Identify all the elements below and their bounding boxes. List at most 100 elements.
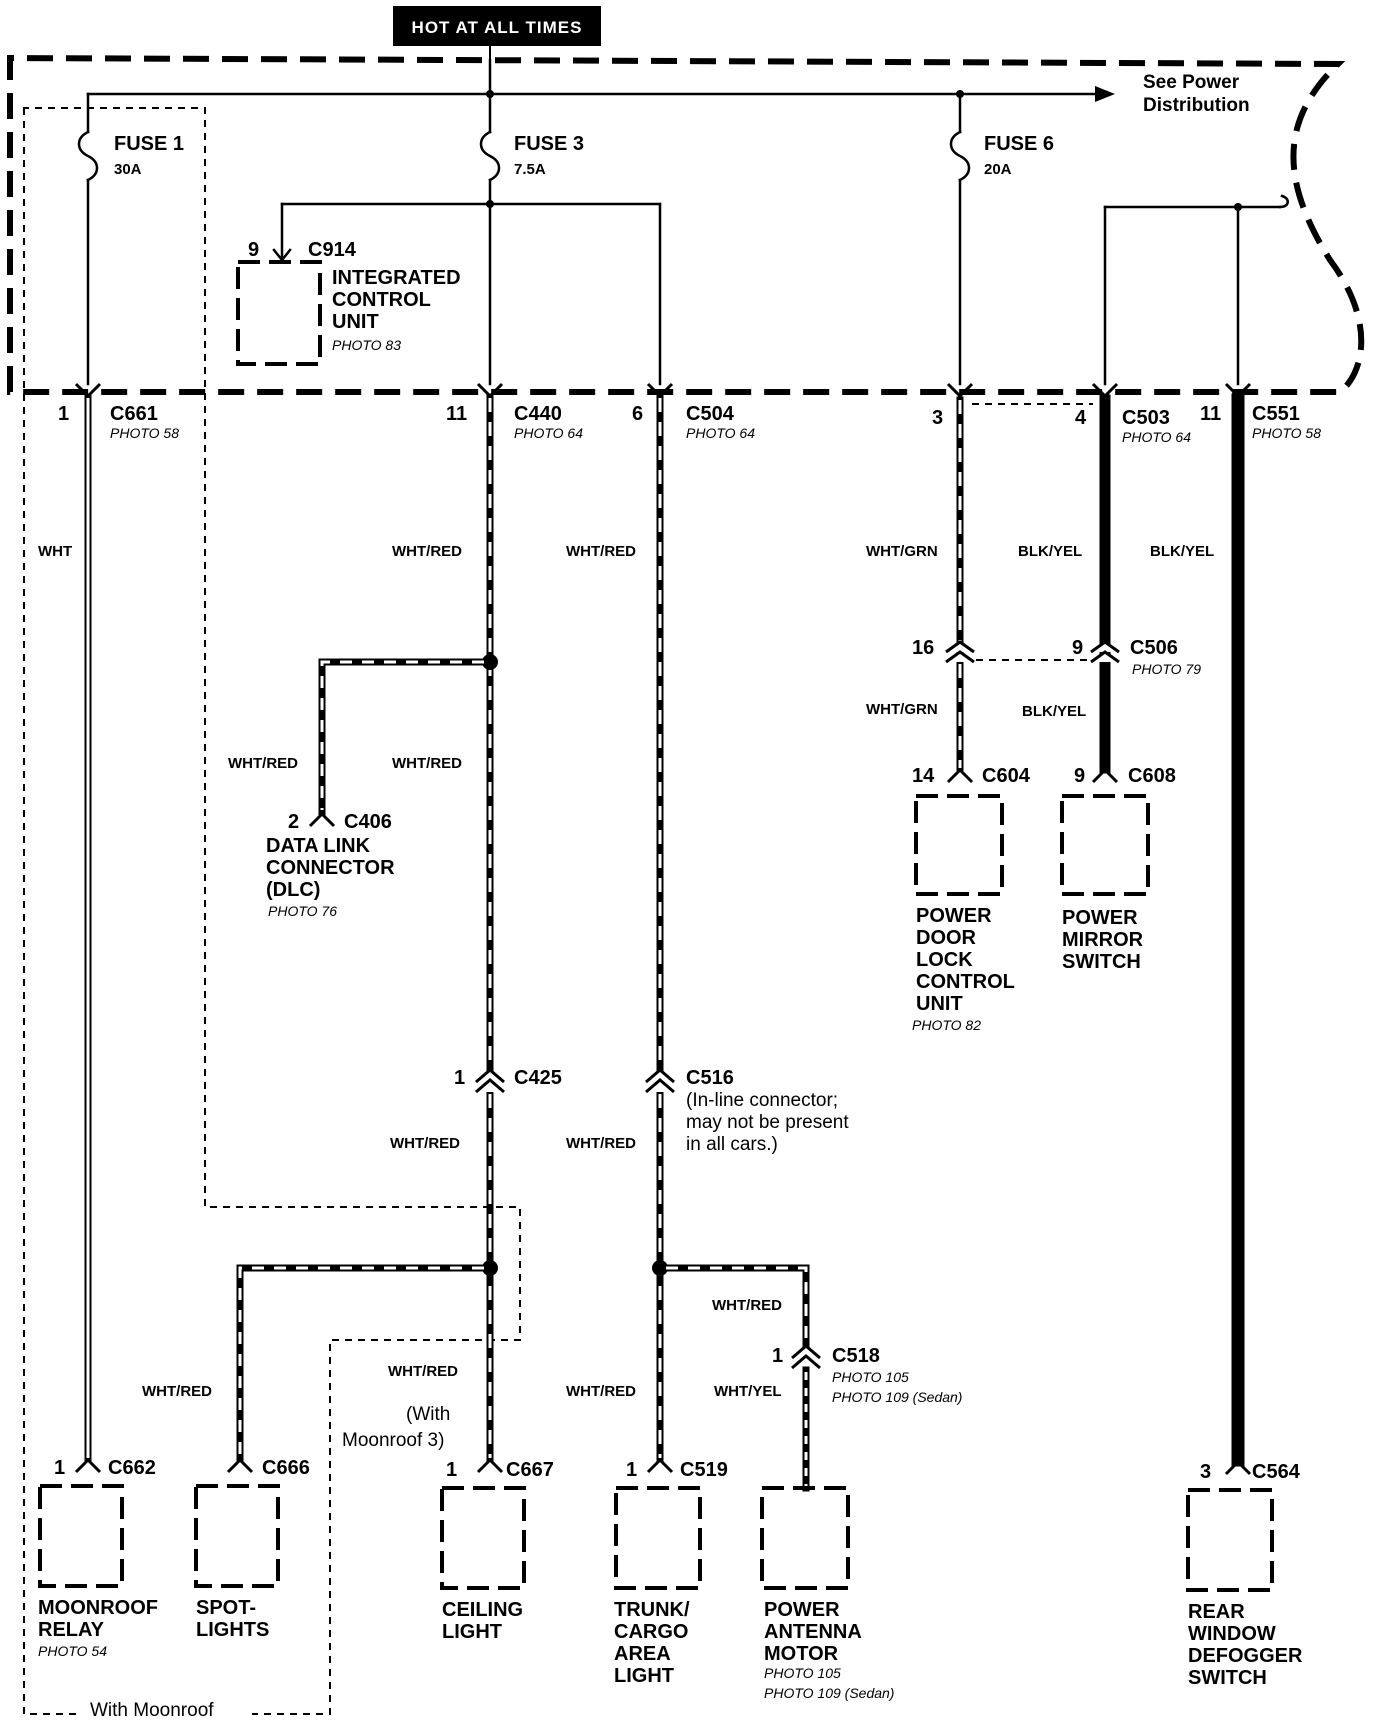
fuse6-name: FUSE 6 — [984, 133, 1054, 155]
header-title: HOT AT ALL TIMES — [412, 18, 583, 37]
c506-name: C506 — [1130, 637, 1178, 659]
c667-pin: 1 — [446, 1459, 457, 1481]
with-moonroof3-note-2: Moonroof 3) — [342, 1430, 444, 1451]
rear-defogger-box — [1186, 1488, 1274, 1592]
wire-label-c516: WHT/RED — [566, 1135, 636, 1152]
rear-defogger-name-3: DEFOGGER — [1188, 1645, 1303, 1667]
connector-3-pin: 3 — [932, 407, 943, 429]
ceiling-light-box — [440, 1486, 526, 1590]
c551-name: C551 — [1252, 403, 1300, 425]
power-mirror-name-2: MIRROR — [1062, 929, 1144, 951]
c516-note-2: may not be present — [686, 1112, 849, 1133]
c661-pin: 1 — [58, 403, 69, 425]
wire-label-dlc: WHT/RED — [228, 755, 298, 772]
rear-defogger-name-2: WINDOW — [1188, 1623, 1276, 1645]
fuse3-name: FUSE 3 — [514, 133, 584, 155]
c516-note-1: (In-line connector; — [686, 1090, 838, 1111]
c518-photo2: PHOTO 109 (Sedan) — [832, 1389, 962, 1405]
power-door-lock-box — [914, 794, 1004, 896]
wire-label-wht-grn-bottom: WHT/GRN — [866, 701, 938, 718]
dlc-name-3: (DLC) — [266, 879, 320, 901]
power-door-lock-name-2: DOOR — [916, 927, 977, 949]
fuse6-rating: 20A — [984, 161, 1012, 178]
wire-label-c440-top: WHT/RED — [392, 543, 462, 560]
moonroof-relay-box — [38, 1484, 124, 1588]
c662-pin: 1 — [54, 1457, 65, 1479]
c661-photo: PHOTO 58 — [110, 425, 179, 441]
c608-pin: 9 — [1074, 765, 1085, 787]
c506-pin-left: 16 — [912, 637, 934, 659]
wire-label-antenna-top: WHT/RED — [712, 1297, 782, 1314]
fuse1-name: FUSE 1 — [114, 133, 184, 155]
wire-label-trunk: WHT/RED — [566, 1383, 636, 1400]
c604-pin: 14 — [912, 765, 935, 787]
c518-photo1: PHOTO 105 — [832, 1369, 909, 1385]
c604-name: C604 — [982, 765, 1031, 787]
power-antenna-name-3: MOTOR — [764, 1643, 839, 1665]
power-door-lock-name-1: POWER — [916, 905, 992, 927]
fuse6-symbol — [949, 130, 971, 182]
c503-pin: 4 — [1075, 407, 1087, 429]
power-door-lock-photo: PHOTO 82 — [912, 1017, 981, 1033]
power-bus-arrow — [1095, 86, 1115, 102]
trunk-light-name-1: TRUNK/ — [614, 1599, 690, 1621]
c666-name: C666 — [262, 1457, 310, 1479]
power-mirror-name-3: SWITCH — [1062, 951, 1141, 973]
wire-label-c440-mid: WHT/RED — [392, 755, 462, 772]
dlc-pin: 2 — [288, 811, 299, 833]
icu-name-1: INTEGRATED — [332, 267, 461, 289]
wire-label-c425: WHT/RED — [390, 1135, 460, 1152]
power-door-lock-name-4: CONTROL — [916, 971, 1015, 993]
power-door-lock-name-5: UNIT — [916, 993, 963, 1015]
c564-pin: 3 — [1200, 1461, 1211, 1483]
spotlights-name-1: SPOT- — [196, 1597, 256, 1619]
fuse-box-outline — [7, 54, 1365, 395]
power-mirror-box — [1060, 794, 1150, 896]
dlc-connector: C406 — [344, 811, 392, 833]
c662-name: C662 — [108, 1457, 156, 1479]
wire-label-blk-yel-mirror-top: BLK/YEL — [1018, 543, 1082, 560]
c425-name: C425 — [514, 1067, 562, 1089]
c518-name: C518 — [832, 1345, 880, 1367]
spotlights-box — [194, 1484, 280, 1588]
fuse1-symbol — [77, 130, 99, 182]
power-antenna-photo1: PHOTO 105 — [764, 1665, 841, 1681]
trunk-light-name-3: AREA — [614, 1643, 671, 1665]
ceiling-light-name-2: LIGHT — [442, 1621, 502, 1643]
icu-photo: PHOTO 83 — [332, 337, 401, 353]
icu-box — [236, 260, 322, 366]
c564-name: C564 — [1252, 1461, 1301, 1483]
c506-photo: PHOTO 79 — [1132, 661, 1201, 677]
hot-at-all-times-badge: HOT AT ALL TIMES — [393, 6, 601, 46]
c504-photo: PHOTO 64 — [686, 425, 755, 441]
trunk-light-name-4: LIGHT — [614, 1665, 674, 1687]
wire-label-wht-grn-top: WHT/GRN — [866, 543, 938, 560]
fuse3-rating: 7.5A — [514, 161, 546, 178]
c667-name: C667 — [506, 1459, 554, 1481]
icu-name-3: UNIT — [332, 311, 379, 333]
with-moonroof-footer: With Moonroof — [90, 1700, 214, 1720]
trunk-light-box — [614, 1486, 702, 1590]
dlc-name-1: DATA LINK — [266, 835, 371, 857]
power-door-lock-name-3: LOCK — [916, 949, 973, 971]
c440-photo: PHOTO 64 — [514, 425, 583, 441]
c519-name: C519 — [680, 1459, 728, 1481]
rear-defogger-name-1: REAR — [1188, 1601, 1245, 1623]
c516-note-3: in all cars.) — [686, 1134, 778, 1155]
power-antenna-photo2: PHOTO 109 (Sedan) — [764, 1685, 894, 1701]
moonroof-relay-name-1: MOONROOF — [38, 1597, 158, 1619]
spotlights-name-2: LIGHTS — [196, 1619, 269, 1641]
with-moonroof3-note-1: (With — [406, 1404, 450, 1425]
c440-pin: 11 — [446, 403, 467, 425]
power-mirror-name-1: POWER — [1062, 907, 1138, 929]
c551-photo: PHOTO 58 — [1252, 425, 1321, 441]
trunk-light-name-2: CARGO — [614, 1621, 688, 1643]
wire-label-spotlights: WHT/RED — [142, 1383, 212, 1400]
c503-name: C503 — [1122, 407, 1170, 429]
c504-pin: 6 — [632, 403, 643, 425]
wire-label-ceiling: WHT/RED — [388, 1363, 458, 1380]
c506-pin-right: 9 — [1072, 637, 1083, 659]
wire-label-wht: WHT — [38, 543, 72, 560]
